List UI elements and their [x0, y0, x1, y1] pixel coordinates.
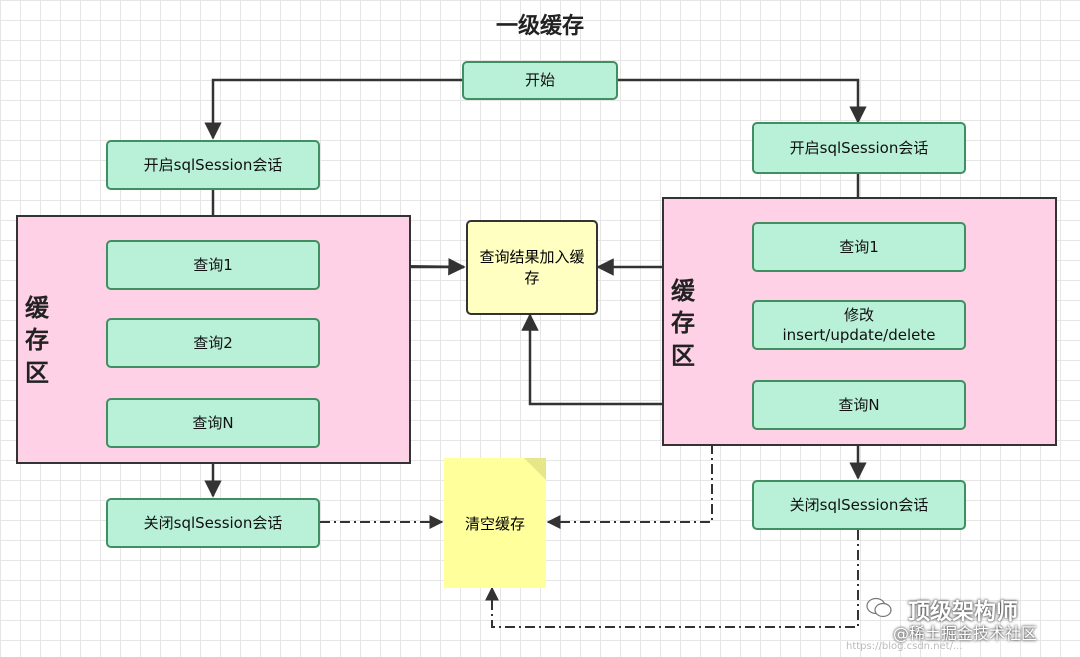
- right-modify-ops-label: insert/update/delete: [782, 326, 936, 344]
- edge-start-left: [204, 78, 462, 140]
- right-queryN-label: 查询N: [838, 395, 880, 414]
- right-close-session-label: 关闭sqlSession会话: [789, 495, 929, 514]
- watermark-url: https://blog.csdn.net/...: [846, 641, 963, 652]
- right-query1-label: 查询1: [839, 237, 879, 256]
- left-queryN-label: 查询N: [192, 413, 234, 432]
- left-query2-node: 查询2: [106, 318, 320, 368]
- left-query1-node: 查询1: [106, 240, 320, 290]
- right-queryN-node: 查询N: [752, 380, 966, 430]
- diagram-title: 一级缓存: [495, 14, 584, 39]
- right-open-session-node: 开启sqlSession会话: [752, 122, 966, 174]
- left-close-session-node: 关闭sqlSession会话: [106, 498, 320, 548]
- result-cache-label: 查询结果加入缓存: [479, 247, 585, 287]
- start-label: 开始: [524, 71, 555, 90]
- right-query1-node: 查询1: [752, 222, 966, 272]
- left-open-session-node: 开启sqlSession会话: [106, 140, 320, 190]
- right-close-session-node: 关闭sqlSession会话: [752, 480, 966, 530]
- right-modify-label: 修改: [843, 305, 874, 324]
- wechat-icon: [866, 597, 892, 619]
- clear-cache-label: 清空缓存: [464, 514, 525, 533]
- watermark-community: @稀土掘金技术社区: [893, 624, 1038, 643]
- note-fold-corner: [524, 458, 546, 480]
- edge-right-close-clear: [485, 530, 859, 628]
- right-open-session-label: 开启sqlSession会话: [789, 138, 929, 157]
- watermark-account: 顶级架构师: [908, 600, 1019, 625]
- start-node: 开始: [462, 61, 618, 100]
- right-cache-area-label: 缓存区: [671, 277, 695, 370]
- result-cache-node: 查询结果加入缓存: [466, 220, 598, 315]
- left-query1-label: 查询1: [193, 255, 233, 274]
- left-queryN-node: 查询N: [106, 398, 320, 448]
- left-query2-label: 查询2: [193, 333, 233, 352]
- left-close-session-label: 关闭sqlSession会话: [143, 513, 283, 532]
- edge-start-right: [618, 78, 867, 124]
- left-cache-area-label: 缓存区: [25, 294, 49, 387]
- left-open-session-label: 开启sqlSession会话: [143, 155, 283, 174]
- right-modify-node: 修改 insert/update/delete: [752, 300, 966, 350]
